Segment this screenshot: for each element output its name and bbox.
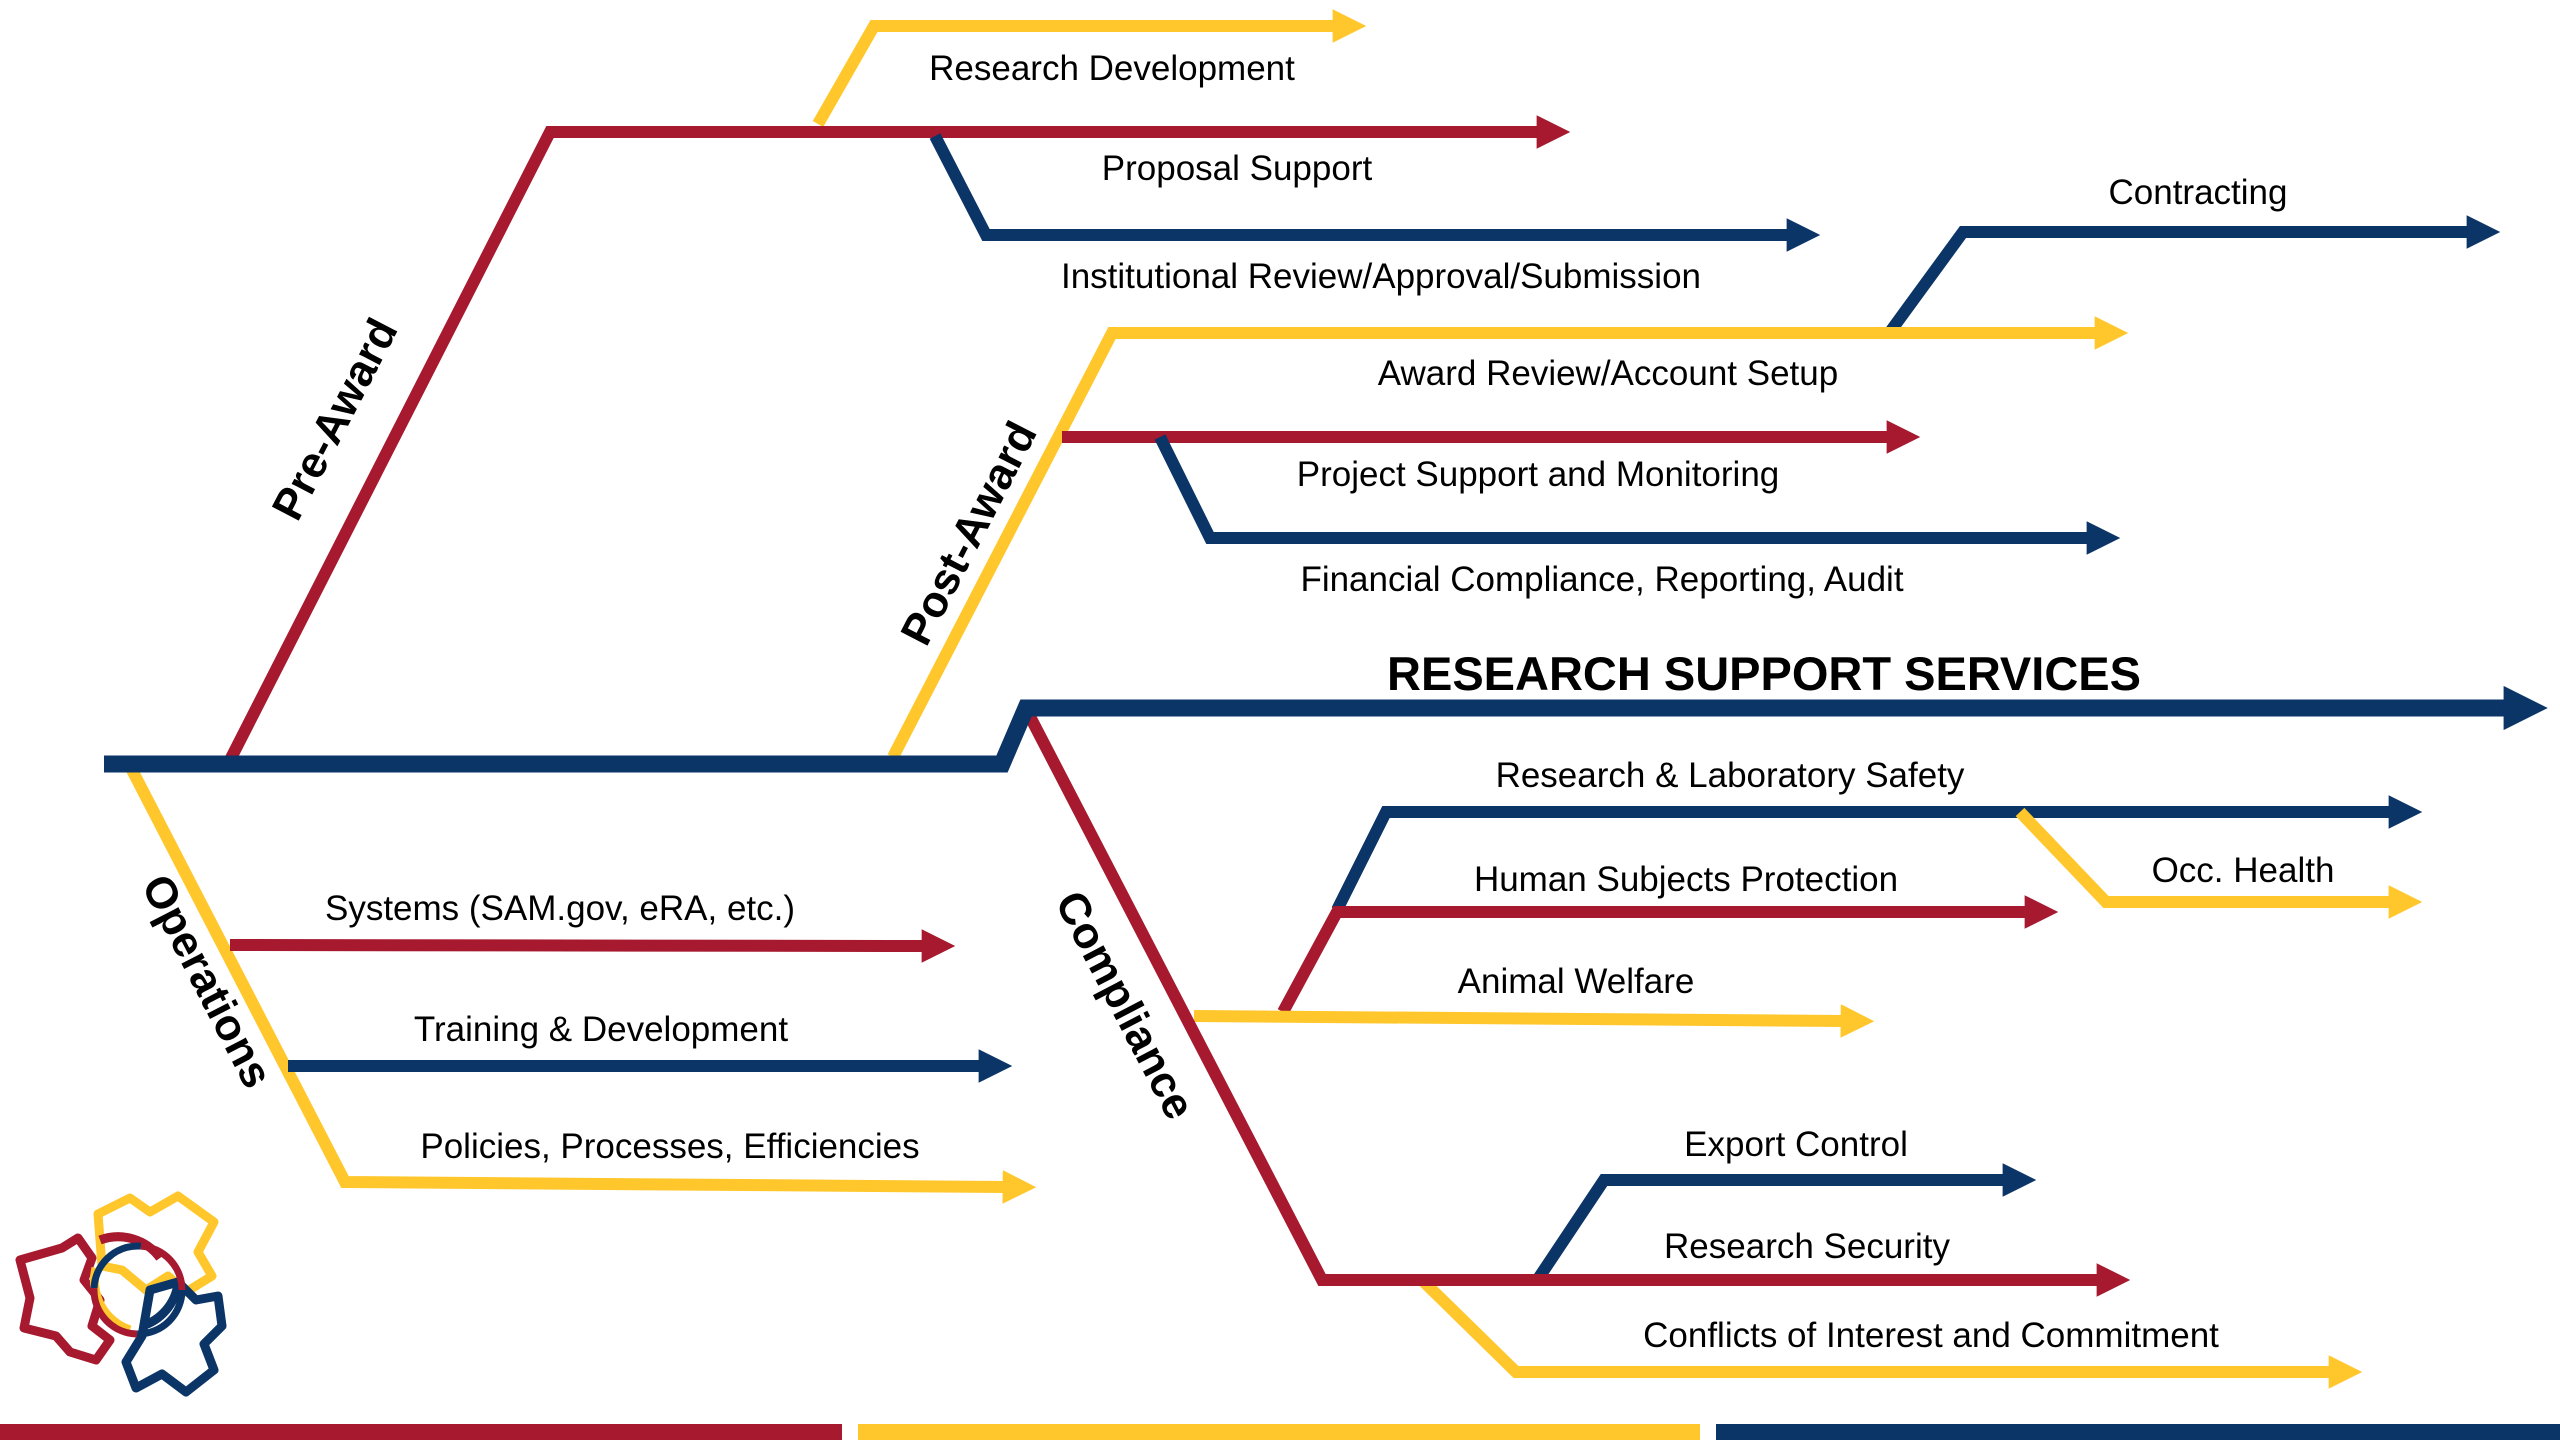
- occ-health-arrow: [2015, 807, 2423, 919]
- operations-branch: [124, 763, 1037, 1204]
- compliance-branch: [1018, 702, 2131, 1297]
- lab-safety-arrow: [1331, 795, 2423, 913]
- human-subjects-arrow: [1277, 895, 2059, 1015]
- project-support-label: Project Support and Monitoring: [1297, 455, 1780, 494]
- contracting-arrow: [1885, 215, 2501, 336]
- systems-label: Systems (SAM.gov, eRA, etc.): [325, 889, 795, 928]
- university-seal-logo-icon: [15, 1191, 227, 1397]
- research-support-main-arrow: [104, 685, 2548, 773]
- institutional-review-arrow: [929, 133, 1821, 252]
- operations-label: Operations: [132, 867, 282, 1096]
- footer-bar-navy: [1716, 1424, 2560, 1440]
- award-review-label: Award Review/Account Setup: [1378, 354, 1838, 393]
- institutional-review-label: Institutional Review/Approval/Submission: [1061, 257, 1701, 296]
- conflicts-label: Conflicts of Interest and Commitment: [1643, 1316, 2219, 1355]
- human-subjects-label: Human Subjects Protection: [1474, 860, 1898, 899]
- training-label: Training & Development: [414, 1010, 788, 1049]
- lab-safety-label: Research & Laboratory Safety: [1496, 756, 1965, 795]
- financial-compliance-label: Financial Compliance, Reporting, Audit: [1300, 560, 1903, 599]
- research-development-label: Research Development: [929, 49, 1295, 88]
- systems-arrow: [229, 929, 956, 963]
- pre-award-arrow: [222, 115, 1571, 767]
- footer-bar-yellow: [858, 1424, 1700, 1440]
- export-control-arrow: [1533, 1163, 2037, 1283]
- pre-award-label: Pre-Award: [263, 311, 408, 528]
- export-control-label: Export Control: [1684, 1125, 1908, 1164]
- research-security-label: Research Security: [1664, 1227, 1950, 1266]
- contracting-label: Contracting: [2109, 173, 2288, 212]
- post-award-arrow: [887, 316, 2129, 760]
- footer-bar-red: [0, 1424, 842, 1440]
- conflicts-arrow: [1417, 1275, 2363, 1389]
- diagram-title: RESEARCH SUPPORT SERVICES: [1387, 647, 2141, 700]
- occ-health-label: Occ. Health: [2152, 851, 2335, 890]
- financial-compliance-arrow: [1154, 434, 2121, 555]
- animal-welfare-label: Animal Welfare: [1458, 962, 1695, 1001]
- research-development-arrow: [812, 9, 1367, 127]
- policies-label: Policies, Processes, Efficiencies: [420, 1127, 919, 1166]
- proposal-support-label: Proposal Support: [1102, 149, 1373, 188]
- animal-welfare-arrow: [1193, 1004, 1875, 1038]
